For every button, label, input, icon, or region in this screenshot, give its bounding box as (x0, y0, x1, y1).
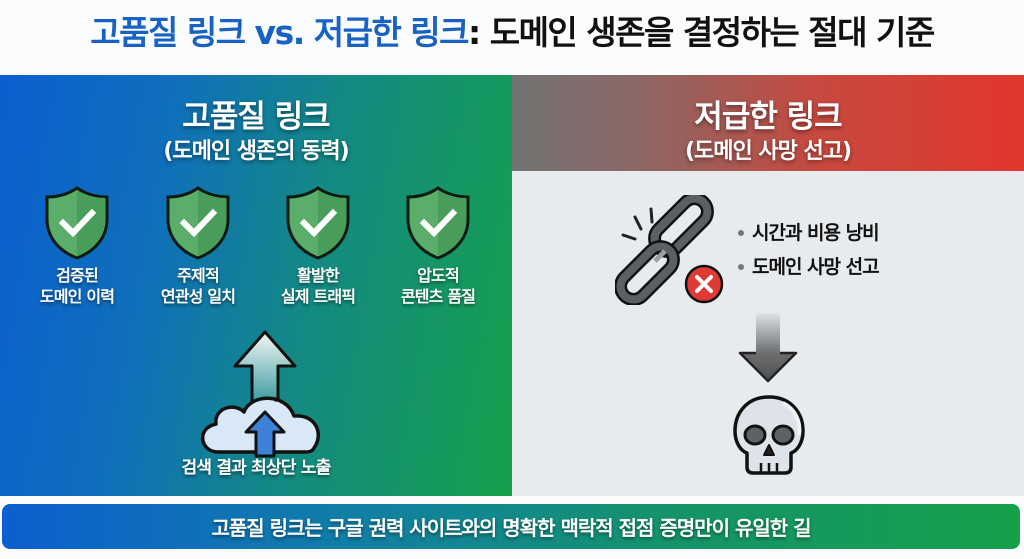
broken-chain-icon (615, 195, 714, 305)
shield-label: 주제적 연관성 일치 (160, 266, 236, 306)
low-quality-subtitle: (도메인 사망 선고) (684, 139, 852, 164)
shield-check-icon (406, 186, 470, 260)
consequence-item: 도메인 사망 선고 (738, 250, 880, 284)
cloud-upload-arrow-icon (201, 330, 320, 458)
shield-check-icon (45, 186, 109, 260)
consequence-item: 시간과 비용 낭비 (738, 216, 880, 250)
shield-label: 검증된 도메인 이력 (39, 266, 115, 306)
shield-item: 검증된 도메인 이력 (17, 185, 137, 307)
shield-label: 압도적 콘텐츠 품질 (400, 266, 476, 306)
title-rest: : 도메인 생존을 결정하는 절대 기준 (468, 13, 935, 52)
high-quality-title: 고품질 링크 (182, 99, 330, 135)
low-quality-panel: 저급한 링크 (도메인 사망 선고) 시간과 비용 낭비 도메인 사망 선고 (512, 75, 1024, 496)
shield-item: 주제적 연관성 일치 (138, 185, 258, 307)
shield-item: 활발한 실제 트래픽 (258, 185, 378, 307)
high-quality-panel: 고품질 링크 (도메인 생존의 동력) 검증된 도메인 이력 주제적 연관성 일… (0, 75, 512, 496)
red-x-icon (684, 264, 724, 304)
shield-item: 압도적 콘텐츠 품질 (378, 185, 498, 307)
consequence-list: 시간과 비용 낭비 도메인 사망 선고 (738, 216, 880, 284)
shield-label: 활발한 실제 트래픽 (280, 266, 356, 306)
title-highlight: 고품질 링크 vs. 저급한 링크 (90, 13, 469, 52)
boost-label: 검색 결과 최상단 노출 (181, 458, 332, 478)
shield-list: 검증된 도메인 이력 주제적 연관성 일치 활발한 실제 트 (0, 185, 512, 325)
high-quality-subtitle: (도메인 생존의 동력) (163, 139, 349, 164)
down-arrow-icon (738, 313, 798, 383)
low-quality-title: 저급한 링크 (694, 99, 842, 135)
shield-check-icon (286, 186, 350, 260)
conclusion-text: 고품질 링크는 구글 권력 사이트와의 명확한 맥락적 접점 증명만이 유일한 … (211, 516, 811, 540)
conclusion-banner: 고품질 링크는 구글 권력 사이트와의 명확한 맥락적 접점 증명만이 유일한 … (2, 504, 1020, 549)
skull-icon (733, 395, 805, 475)
shield-check-icon (166, 186, 230, 260)
page-title: 고품질 링크 vs. 저급한 링크: 도메인 생존을 결정하는 절대 기준 (0, 8, 1024, 58)
low-quality-header: 저급한 링크 (도메인 사망 선고) (512, 75, 1024, 171)
